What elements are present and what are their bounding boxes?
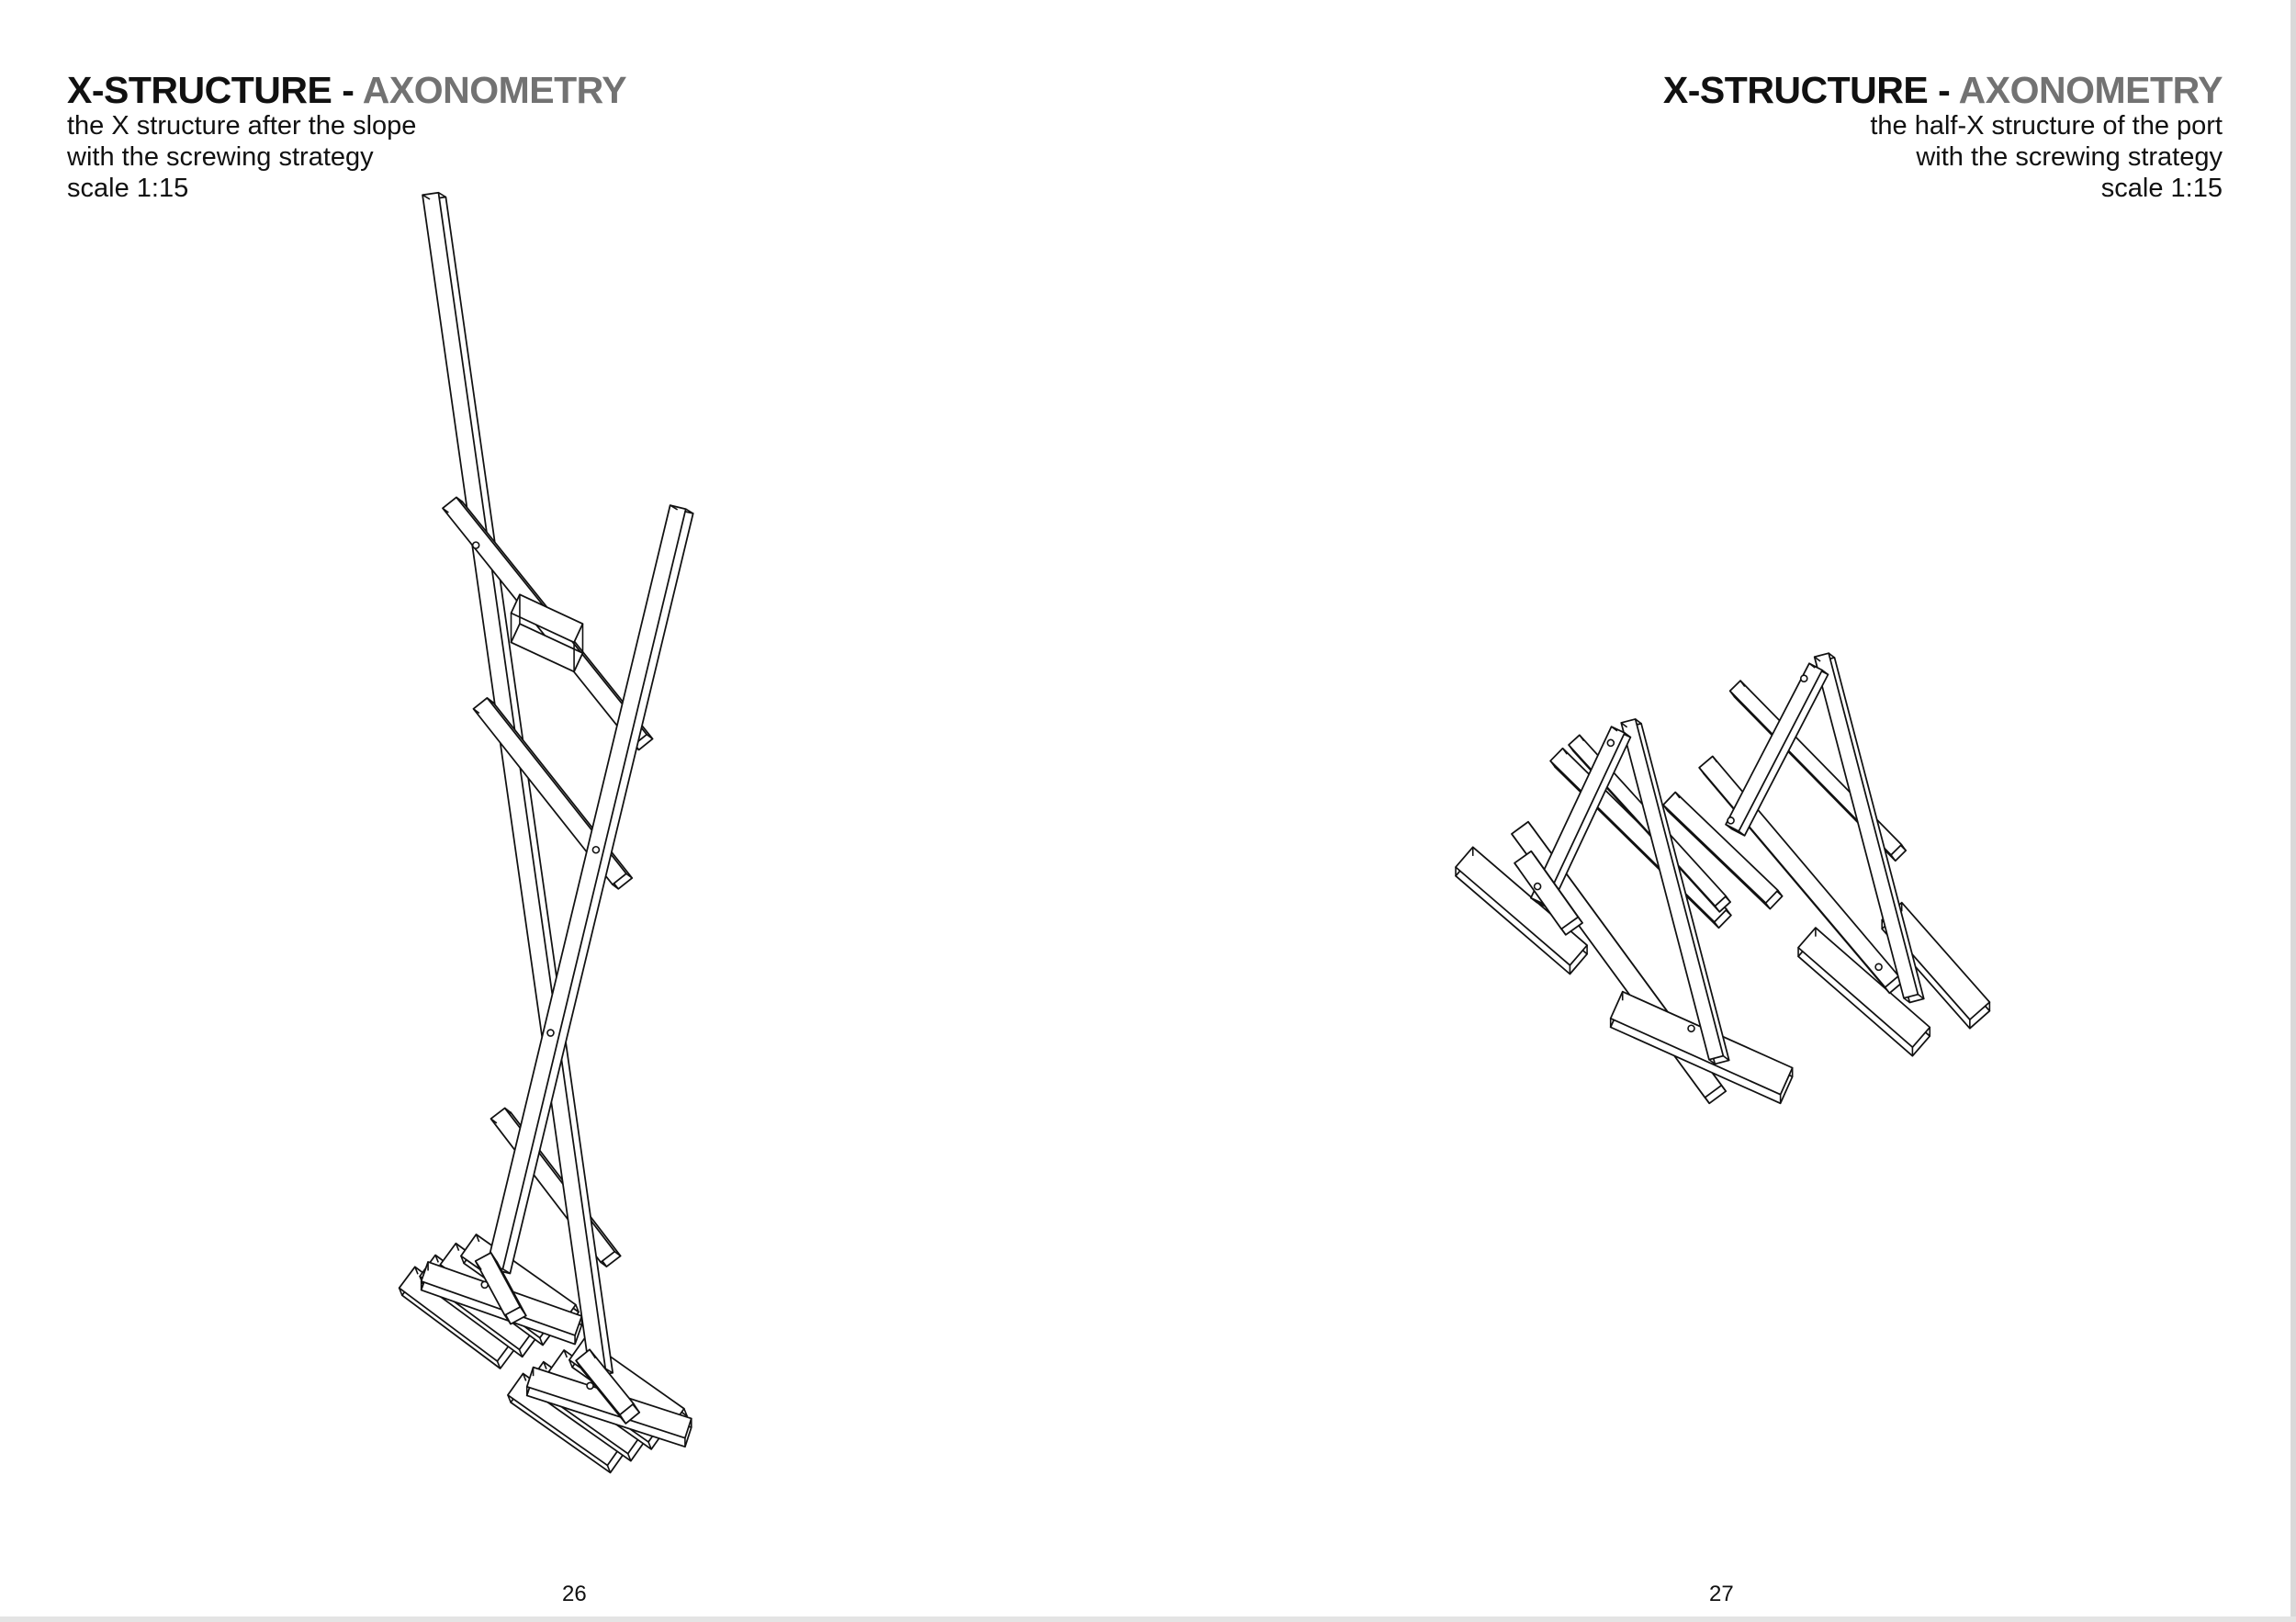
right-title: X-STRUCTURE - AXONOMETRY — [1663, 70, 2223, 110]
screw-icon — [1687, 1024, 1695, 1033]
left-subtitle-2: with the screwing strategy — [67, 142, 374, 172]
left-title-main: X-STRUCTURE - — [67, 69, 355, 111]
frame-leg — [1725, 662, 1829, 837]
rail — [1662, 791, 1784, 910]
left-page-header: X-STRUCTURE - AXONOMETRY the X structure… — [67, 69, 627, 204]
x-structure-drawing — [398, 191, 694, 1474]
spacer-block — [510, 593, 584, 673]
foot-block — [474, 1252, 527, 1325]
screw-icon — [1533, 882, 1542, 891]
screw-icon — [471, 541, 480, 549]
left-title: X-STRUCTURE - AXONOMETRY — [67, 69, 627, 111]
screw-icon — [586, 1381, 594, 1391]
screw-icon — [1606, 738, 1615, 748]
screw-icon — [480, 1280, 490, 1290]
right-page-header: X-STRUCTURE - AXONOMETRY the half-X stru… — [1663, 70, 2223, 204]
right-subtitle-1: the half-X structure of the port — [1870, 111, 2223, 141]
page-number-left: 26 — [562, 1582, 587, 1606]
screw-icon — [546, 1029, 555, 1037]
screw-icon — [1799, 674, 1808, 683]
left-scale: scale 1:15 — [67, 174, 189, 203]
base-slat — [1455, 846, 1588, 975]
screw-icon — [1727, 817, 1735, 825]
frame-leg — [1620, 718, 1730, 1065]
right-scale: scale 1:15 — [2100, 174, 2223, 203]
page-bottom-edge — [0, 1616, 2296, 1622]
right-title-main: X-STRUCTURE - — [1662, 69, 1951, 111]
base-slat — [1609, 990, 1794, 1105]
main-beam — [486, 504, 694, 1275]
foot-block — [575, 1348, 641, 1425]
left-title-accent: AXONOMETRY — [362, 69, 627, 111]
screw-icon — [1874, 963, 1883, 972]
right-title-accent: AXONOMETRY — [1958, 69, 2223, 111]
main-beam — [422, 191, 614, 1377]
foot-block — [1514, 850, 1583, 936]
half-x-structure-drawing — [1455, 652, 1991, 1105]
left-subtitle-1: the X structure after the slope — [67, 111, 417, 141]
screw-icon — [591, 845, 601, 854]
base-slat — [1797, 927, 1931, 1057]
page-edge — [2290, 0, 2296, 1622]
frame-leg — [1813, 652, 1925, 1004]
right-subtitle-2: with the screwing strategy — [1916, 142, 2223, 172]
page-number-right: 27 — [1709, 1582, 1734, 1606]
